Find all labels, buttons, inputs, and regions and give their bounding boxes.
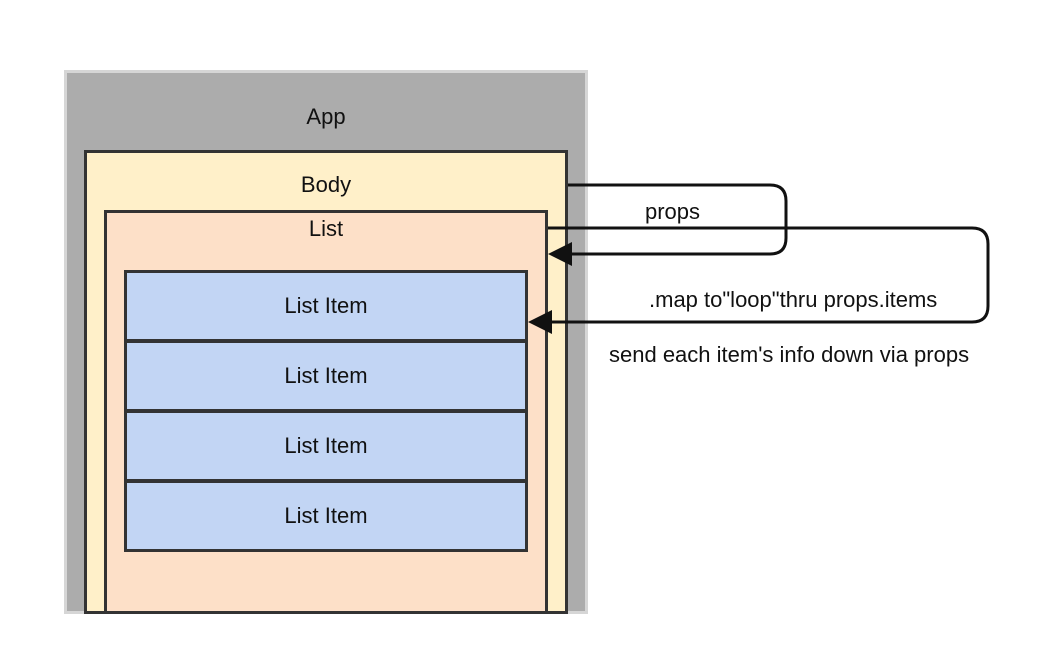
app-label: App — [306, 104, 346, 129]
list-item: List Item — [124, 270, 528, 342]
list-item: List Item — [124, 410, 528, 482]
send-label: send each item's info down via props — [609, 342, 970, 367]
map-label: .map to"loop"thru props.items — [649, 287, 938, 312]
props-label: props — [645, 199, 701, 224]
list-item: List Item — [124, 340, 528, 412]
map-arrowhead — [528, 310, 552, 334]
body-label: Body — [300, 172, 352, 197]
props-arrow — [568, 183, 788, 256]
map-arrow — [548, 226, 990, 324]
list-items: List Item List Item List Item List Item — [124, 270, 528, 553]
props-arrowhead — [548, 242, 572, 266]
list-item: List Item — [124, 480, 528, 552]
list-label: List — [308, 216, 344, 241]
